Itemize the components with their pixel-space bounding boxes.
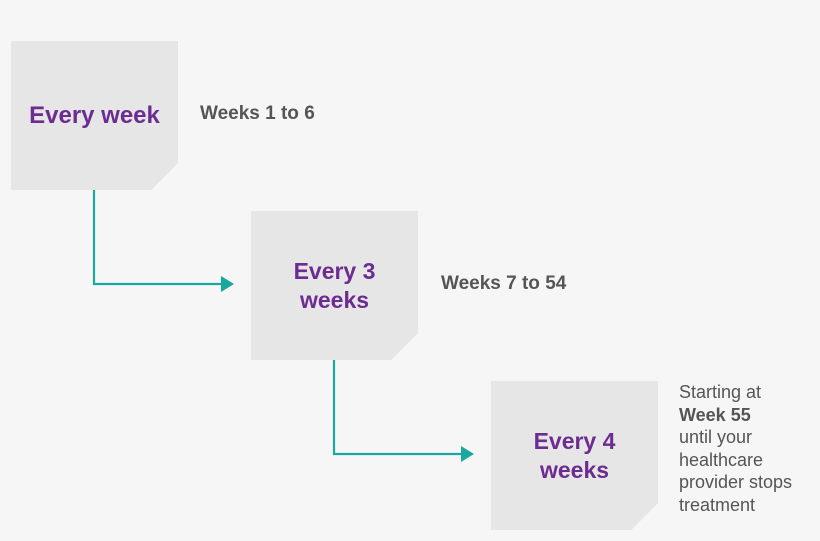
step-box-every-week: Every week <box>11 41 178 190</box>
step-period-description: Starting at Week 55 until your healthcar… <box>679 381 819 516</box>
step-frequency-label: Every 3 weeks <box>293 258 376 313</box>
period-line: until your <box>679 427 753 447</box>
connector-arrow-1 <box>92 189 222 286</box>
period-line-emphasis: Week 55 <box>679 404 751 425</box>
connector-arrowhead-1 <box>221 276 234 292</box>
period-line: healthcare <box>679 449 764 470</box>
connector-arrow-2 <box>332 359 462 456</box>
period-line: provider stops <box>679 472 793 492</box>
period-line: Starting at <box>679 382 762 402</box>
step-frequency-label: Every week <box>29 101 160 129</box>
connector-arrowhead-2 <box>461 446 474 462</box>
step-box-every-4-weeks: Every 4 weeks <box>491 381 658 530</box>
step-frequency-label: Every 4 weeks <box>533 428 616 483</box>
step-period-label: Weeks 1 to 6 <box>200 103 315 124</box>
period-line: treatment <box>679 494 756 515</box>
step-box-every-3-weeks: Every 3 weeks <box>251 211 418 360</box>
step-period-label: Weeks 7 to 54 <box>441 273 567 294</box>
